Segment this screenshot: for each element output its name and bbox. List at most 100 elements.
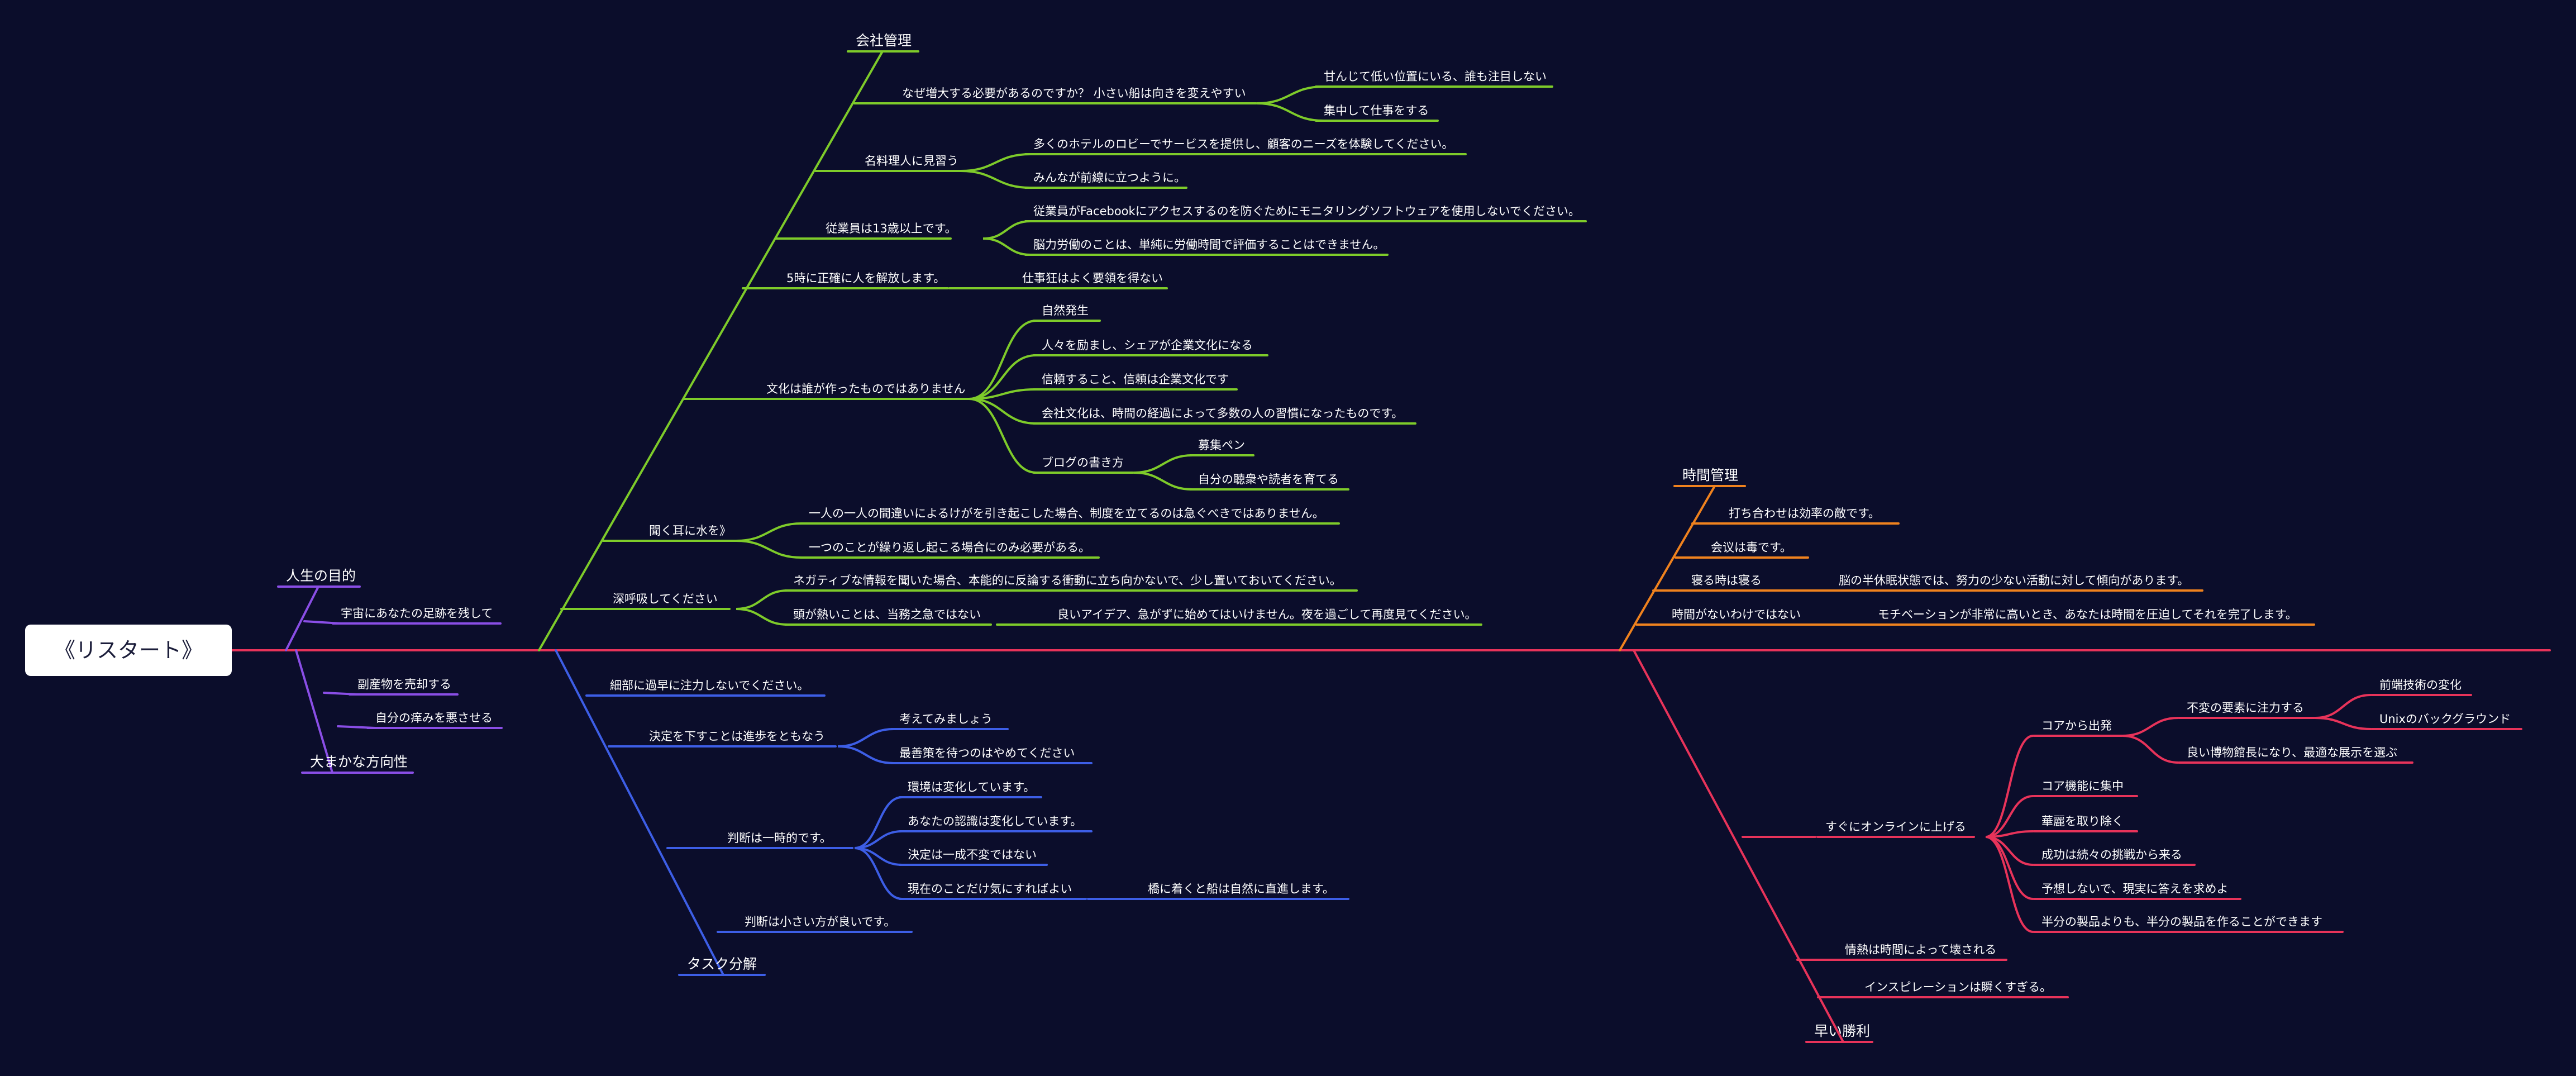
edge-curve [969,388,1037,400]
edge-curve [2122,735,2179,764]
task-title-label[interactable]: タスク分解 [687,956,757,972]
edge-curve [1133,454,1193,474]
edge-curve [1256,85,1324,104]
edge-curve [969,398,1037,425]
time-title-label[interactable]: 時間管理 [1682,467,1738,483]
early-topic-label[interactable]: 情熱は時間によって壊される [1845,943,1996,956]
task-subtopic-label[interactable]: あなたの認識は変化しています。 [908,815,1082,828]
early-subtopic-label[interactable]: 成功は続々の挑戦から来る [2041,848,2182,861]
edge-curve [1133,472,1193,491]
early-subtopic-label[interactable]: 半分の製品よりも、半分の製品を作ることができます [2041,915,2322,929]
company-subtopic-label[interactable]: 集中して仕事をする [1324,104,1429,117]
early-subtopic-label[interactable]: 華麗を取り除く [2041,815,2124,828]
mind-map-edges [231,50,2551,1043]
task-subtopic-label[interactable]: 環境は変化しています。 [908,780,1035,794]
task-subtopic-label[interactable]: 最善策を待つのはやめてください [899,746,1075,760]
edge-curve [960,170,1031,189]
root-node[interactable]: 《リスタート》 [25,625,232,676]
task-topic-label[interactable]: 判断は一時的です。 [727,831,832,845]
company-subtopic-label[interactable]: みんなが前線に立つように。 [1033,171,1186,184]
direction-trunk [295,649,333,774]
early-leaf-label[interactable]: 前端技術の変化 [2379,678,2461,692]
company-title-label[interactable]: 会社管理 [856,32,912,49]
company-subtopic-label[interactable]: 自然発生 [1042,304,1089,317]
early-topic-label[interactable]: すぐにオンラインに上げる [1825,820,1966,834]
root-node-box[interactable] [25,625,232,676]
company-subtopic-label[interactable]: 一人の一人の間違いによるけがを引き起こした場合、制度を立てるのは急ぐべきではあり… [809,507,1324,520]
time-topic-label[interactable]: 会议は毒です。 [1711,541,1792,554]
time-subtopic-label[interactable]: 脳の半休眠状態では、努力の少ない活動に対して傾向があります。 [1839,574,2189,587]
time-topic-label[interactable]: 時間がないわけではない [1672,608,1801,621]
early-subtopic-label[interactable]: コア機能に集中 [2041,779,2124,793]
company-subtopic-label[interactable]: 人々を励まし、シェアが企業文化になる [1042,339,1253,352]
direction-item-label[interactable]: 副産物を売却する [357,678,451,691]
edge-curve [969,320,1037,400]
edge-curve [1985,836,2034,933]
company-subtopic-label[interactable]: 従業員がFacebookにアクセスするのを防ぐためにモニタリングソフトウェアを使… [1033,204,1580,218]
purpose-trunk [285,585,319,651]
company-subtopic-label[interactable]: 会社文化は、時間の経過によって多数の人の習慣になったものです。 [1042,407,1403,420]
edge-curve [854,796,903,849]
edge-curve [1256,102,1324,122]
task-subtopic-label[interactable]: 考えてみましょう [899,712,993,726]
edge-curve [736,540,802,559]
company-subtopic-label[interactable]: 仕事狂はよく要領を得ない [1022,272,1163,285]
early-leaf-label[interactable]: 良い博物館長になり、最適な展示を選ぶ [2187,746,2397,759]
time-trunk [1619,485,1716,651]
company-topic-label[interactable]: 文化は誰が作ったものではありません [766,382,965,396]
company-subtopic-label[interactable]: ブログの書き方 [1042,456,1124,469]
task-subtopic-label[interactable]: 現在のことだけ気にすればよい [908,882,1072,896]
edge-curve [2315,694,2372,719]
company-subtopic-label[interactable]: 頭が熱いことは、当務之急ではない [793,608,981,621]
company-leaf-label[interactable]: 良いアイデア、急がずに始めてはいけません。夜を過ごして再度見てください。 [1057,608,1477,621]
direction-item-label[interactable]: 自分の痒みを悪させる [375,711,493,725]
early-title-label[interactable]: 早い勝利 [1814,1023,1870,1039]
task-topic-label[interactable]: 判断は小さい方が良いです。 [745,915,895,929]
company-topic-label[interactable]: 従業員は13歳以上です。 [826,222,957,235]
edge-curve [837,745,894,764]
edge-curve [736,522,802,542]
time-subtopic-label[interactable]: モチベーションが非常に高いとき、あなたは時間を圧迫してそれを完了します。 [1878,608,2297,621]
company-subtopic-label[interactable]: 多くのホテルのロビーでサービスを提供し、顧客のニーズを体験してください。 [1033,137,1453,151]
company-leaf-label[interactable]: 自分の聴衆や読者を育てる [1198,473,1339,486]
task-topic-label[interactable]: 決定を下すことは進歩をともなう [649,730,825,743]
edge-curve [854,847,903,900]
edge-curve [960,153,1031,172]
purpose-item-label[interactable]: 宇宙にあなたの足跡を残して [341,607,493,620]
task-leaf-label[interactable]: 橋に着くと船は自然に直進します。 [1148,882,1334,896]
edge-curve [1985,836,2034,900]
early-leaf-label[interactable]: Unixのバックグラウンド [2379,712,2511,726]
company-leaf-label[interactable]: 募集ペン [1198,439,1245,452]
time-topic-label[interactable]: 寝る時は寝る [1691,574,1762,587]
edge-curve [1985,795,2034,838]
company-topic-label[interactable]: 深呼吸してください [613,592,718,606]
early-subtopic-label[interactable]: 予想しないで、現実に答えを求めよ [2041,882,2229,896]
edge-curve [837,728,894,748]
edge-curve [982,237,1031,256]
company-subtopic-label[interactable]: 信頼すること、信頼は企業文化です [1042,373,1229,386]
edge-curve [2122,717,2179,737]
company-subtopic-label[interactable]: ネガティブな情報を聞いた場合、本能的に反論する衝動に立ち向かないで、少し置いてお… [793,574,1342,587]
time-topic-label[interactable]: 打ち合わせは効率の敵です。 [1729,507,1880,520]
company-topic-label[interactable]: 5時に正確に人を解放します。 [786,272,945,285]
company-topic-label[interactable]: 名料理人に見習う [865,154,958,168]
company-topic-label[interactable]: 聞く耳に水を》 [649,524,731,537]
purpose-title-label[interactable]: 人生の目的 [286,568,356,584]
early-subtopic-label[interactable]: コアから出発 [2041,719,2112,732]
early-leaf-label[interactable]: 不変の要素に注力する [2187,701,2304,715]
task-subtopic-label[interactable]: 決定は一成不変ではない [908,848,1037,861]
company-subtopic-label[interactable]: 脳力労働のことは、単純に労働時間で評価することはできません。 [1033,238,1385,251]
direction-title-label[interactable]: 大まかな方向性 [310,754,408,770]
edge-curve [982,220,1031,240]
company-subtopic-label[interactable]: 一つのことが繰り返し起こる場合にのみ必要がある。 [809,541,1090,554]
company-subtopic-label[interactable]: 甘んじて低い位置にいる、誰も注目しない [1324,70,1547,83]
task-topic-label[interactable]: 細部に過早に注力しないでください。 [610,679,809,692]
edge-curve [2315,717,2372,730]
company-topic-label[interactable]: なぜ増大する必要があるのですか？ 小さい船は向きを変えやすい [902,87,1246,100]
task-trunk [555,649,724,976]
early-topic-label[interactable]: インスピレーションは瞬くすぎる。 [1864,980,2052,994]
company-trunk [538,50,884,651]
edge-curve [736,589,788,610]
